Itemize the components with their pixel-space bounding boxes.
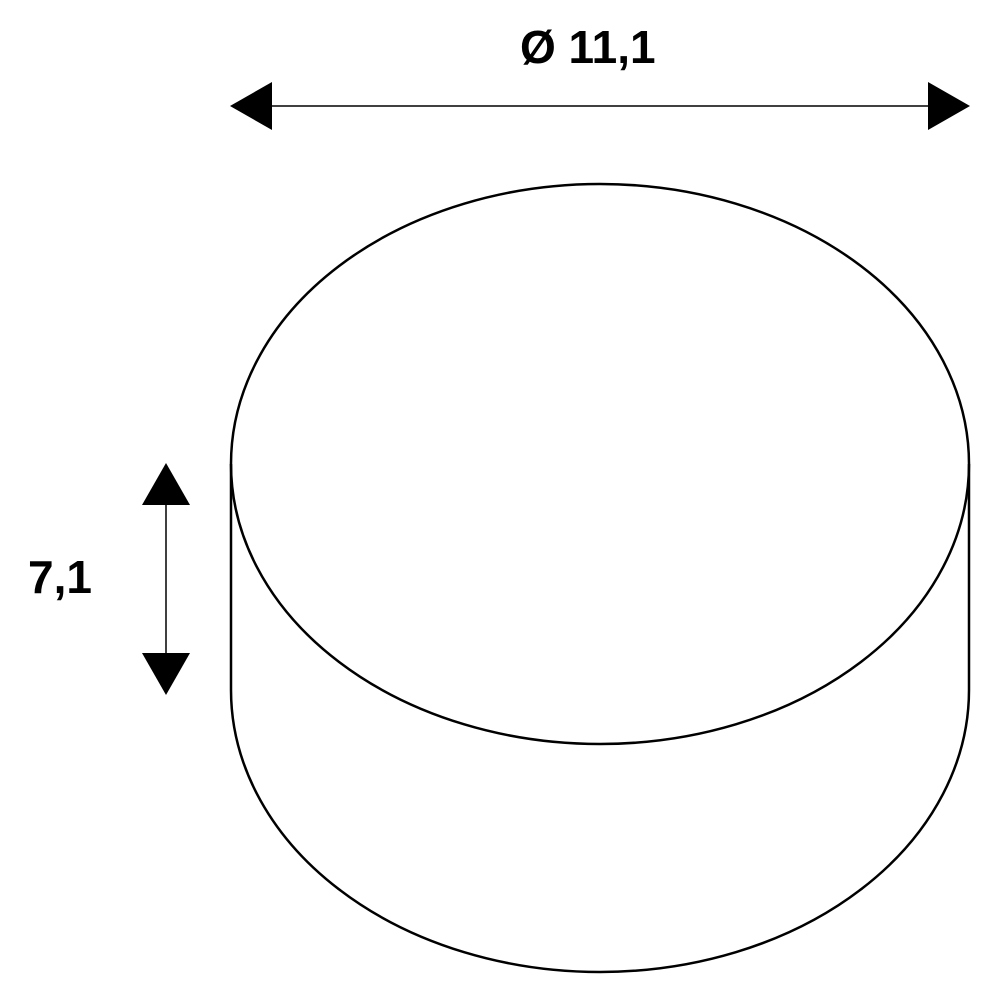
arrowhead-right (928, 82, 970, 130)
height-label: 7,1 (28, 551, 92, 603)
cylinder-top-face (229, 182, 971, 746)
arrowhead-up (142, 463, 190, 505)
arrowhead-left (230, 82, 272, 130)
diameter-label: Ø 11,1 (520, 21, 656, 73)
height-dimension-arrow (142, 463, 190, 695)
diameter-dimension-arrow (230, 82, 970, 130)
cylinder (229, 182, 971, 974)
arrowhead-down (142, 653, 190, 695)
cylinder-bottom-arc (229, 689, 971, 974)
